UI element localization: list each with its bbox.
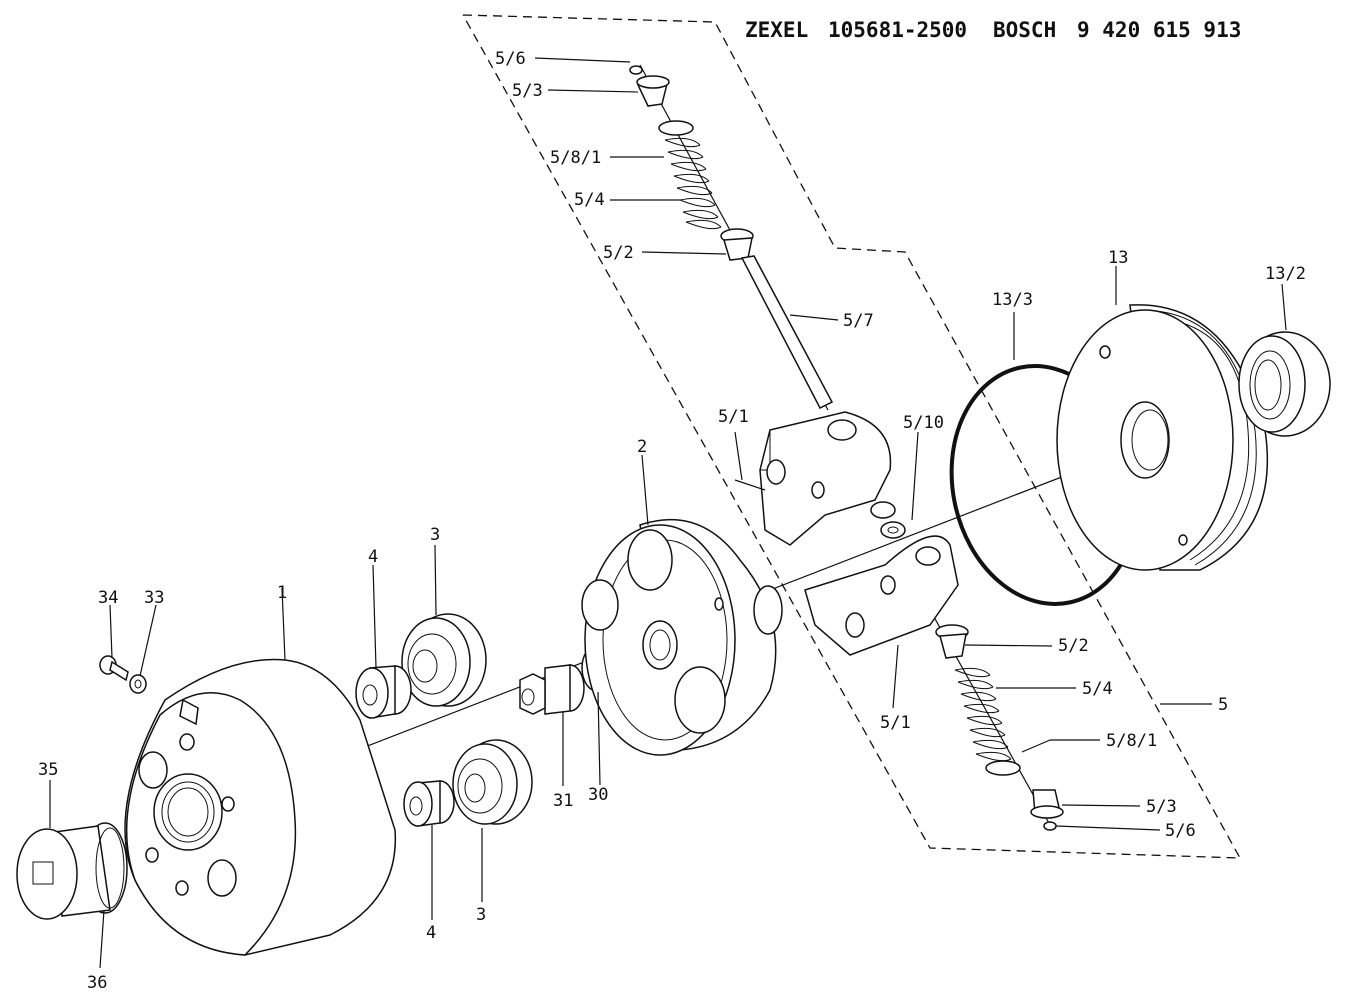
- roller-part-3-bottom: [452, 739, 533, 825]
- label-5-1-bottom: 5/1: [880, 713, 911, 733]
- label-30: 30: [588, 785, 608, 805]
- label-33: 33: [144, 588, 164, 608]
- label-34: 34: [98, 588, 118, 608]
- label-5: 5: [1218, 695, 1228, 715]
- label-4-bottom: 4: [426, 923, 436, 943]
- label-5-10: 5/10: [903, 413, 944, 433]
- label-35: 35: [38, 760, 58, 780]
- label-2: 2: [637, 437, 647, 457]
- bush-part-4-top: [355, 665, 412, 719]
- label-36: 36: [87, 973, 107, 993]
- shim-5-8-1-top: [658, 120, 694, 136]
- label-3-bottom: 3: [476, 905, 486, 925]
- label-1: 1: [277, 583, 287, 603]
- subassembly-5-boundary: [462, 14, 1242, 859]
- valve-body-part-5-1-bottom: [804, 535, 959, 656]
- roller-part-3-top: [401, 613, 487, 707]
- label-5-6-top: 5/6: [495, 49, 526, 69]
- end-plate-part-13: [1056, 304, 1269, 571]
- label-3-top: 3: [430, 525, 440, 545]
- label-4-top: 4: [368, 547, 378, 567]
- lower-valve-stack: [935, 624, 1064, 831]
- pin-5-7: [740, 255, 834, 410]
- nut-part-31: [519, 664, 585, 715]
- screw-part-34: [99, 655, 129, 682]
- zexel-label: ZEXEL: [745, 18, 809, 42]
- zexel-part-number: 105681-2500: [828, 18, 968, 42]
- bosch-part-number: 9 420 615 913: [1077, 18, 1242, 42]
- valve-disc-part-5-10: [870, 501, 906, 539]
- label-5-8-1-bottom: 5/8/1: [1106, 731, 1157, 751]
- label-31: 31: [553, 791, 573, 811]
- bosch-label: BOSCH: [993, 18, 1057, 42]
- label-5-3-bottom: 5/3: [1146, 797, 1177, 817]
- label-5-4-top: 5/4: [574, 190, 605, 210]
- carrier-plate-part-2: [581, 518, 783, 756]
- part-labels: 5/6 5/3 5/8/1 5/4 5/2 5/7 5/1 5/10 13/3 …: [38, 49, 1306, 993]
- label-5-7: 5/7: [843, 311, 874, 331]
- label-13-3: 13/3: [992, 290, 1033, 310]
- label-5-8-1-top: 5/8/1: [550, 148, 601, 168]
- upper-valve-stack: [629, 65, 834, 410]
- leader-lines: [49, 57, 1287, 969]
- housing-part-1: [124, 658, 397, 956]
- label-5-1-top: 5/1: [718, 407, 749, 427]
- bearing-part-13-2: [1238, 331, 1331, 437]
- label-13-2: 13/2: [1265, 264, 1306, 284]
- label-5-4-bottom: 5/4: [1082, 679, 1113, 699]
- valve-body-part-5-1-top: [759, 411, 892, 546]
- label-5-6-bottom: 5/6: [1165, 821, 1196, 841]
- washer-part-33: [129, 674, 147, 694]
- label-13: 13: [1108, 248, 1128, 268]
- clip-5-6-top: [629, 65, 643, 75]
- label-5-3-top: 5/3: [512, 81, 543, 101]
- label-5-2-bottom: 5/2: [1058, 636, 1089, 656]
- bush-part-4-bottom: [403, 780, 455, 827]
- screw-plug-part-35: [16, 822, 128, 920]
- label-5-2-top: 5/2: [603, 243, 634, 263]
